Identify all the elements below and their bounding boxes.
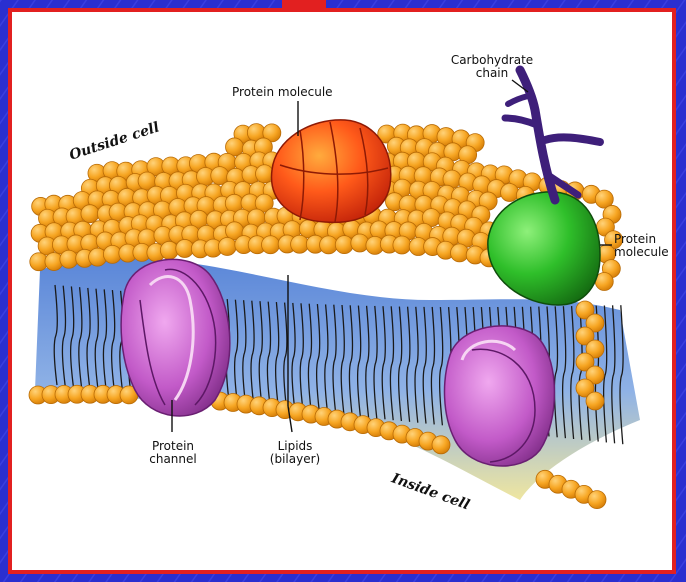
protein-molecule-right-shape	[488, 192, 600, 305]
protein-integral-lower-right-shape	[445, 326, 555, 466]
label-lipids-bilayer: Lipids (bilayer)	[250, 440, 340, 466]
label-protein-molecule-right: Protein molecule	[614, 233, 669, 259]
label-carbohydrate-chain: Carbohydrate chain	[432, 54, 552, 80]
label-protein-channel: Protein channel	[128, 440, 218, 466]
protein-channel-shape	[121, 259, 230, 416]
protein-molecule-top-shape	[272, 120, 391, 223]
label-protein-molecule-top: Protein molecule	[232, 86, 333, 99]
